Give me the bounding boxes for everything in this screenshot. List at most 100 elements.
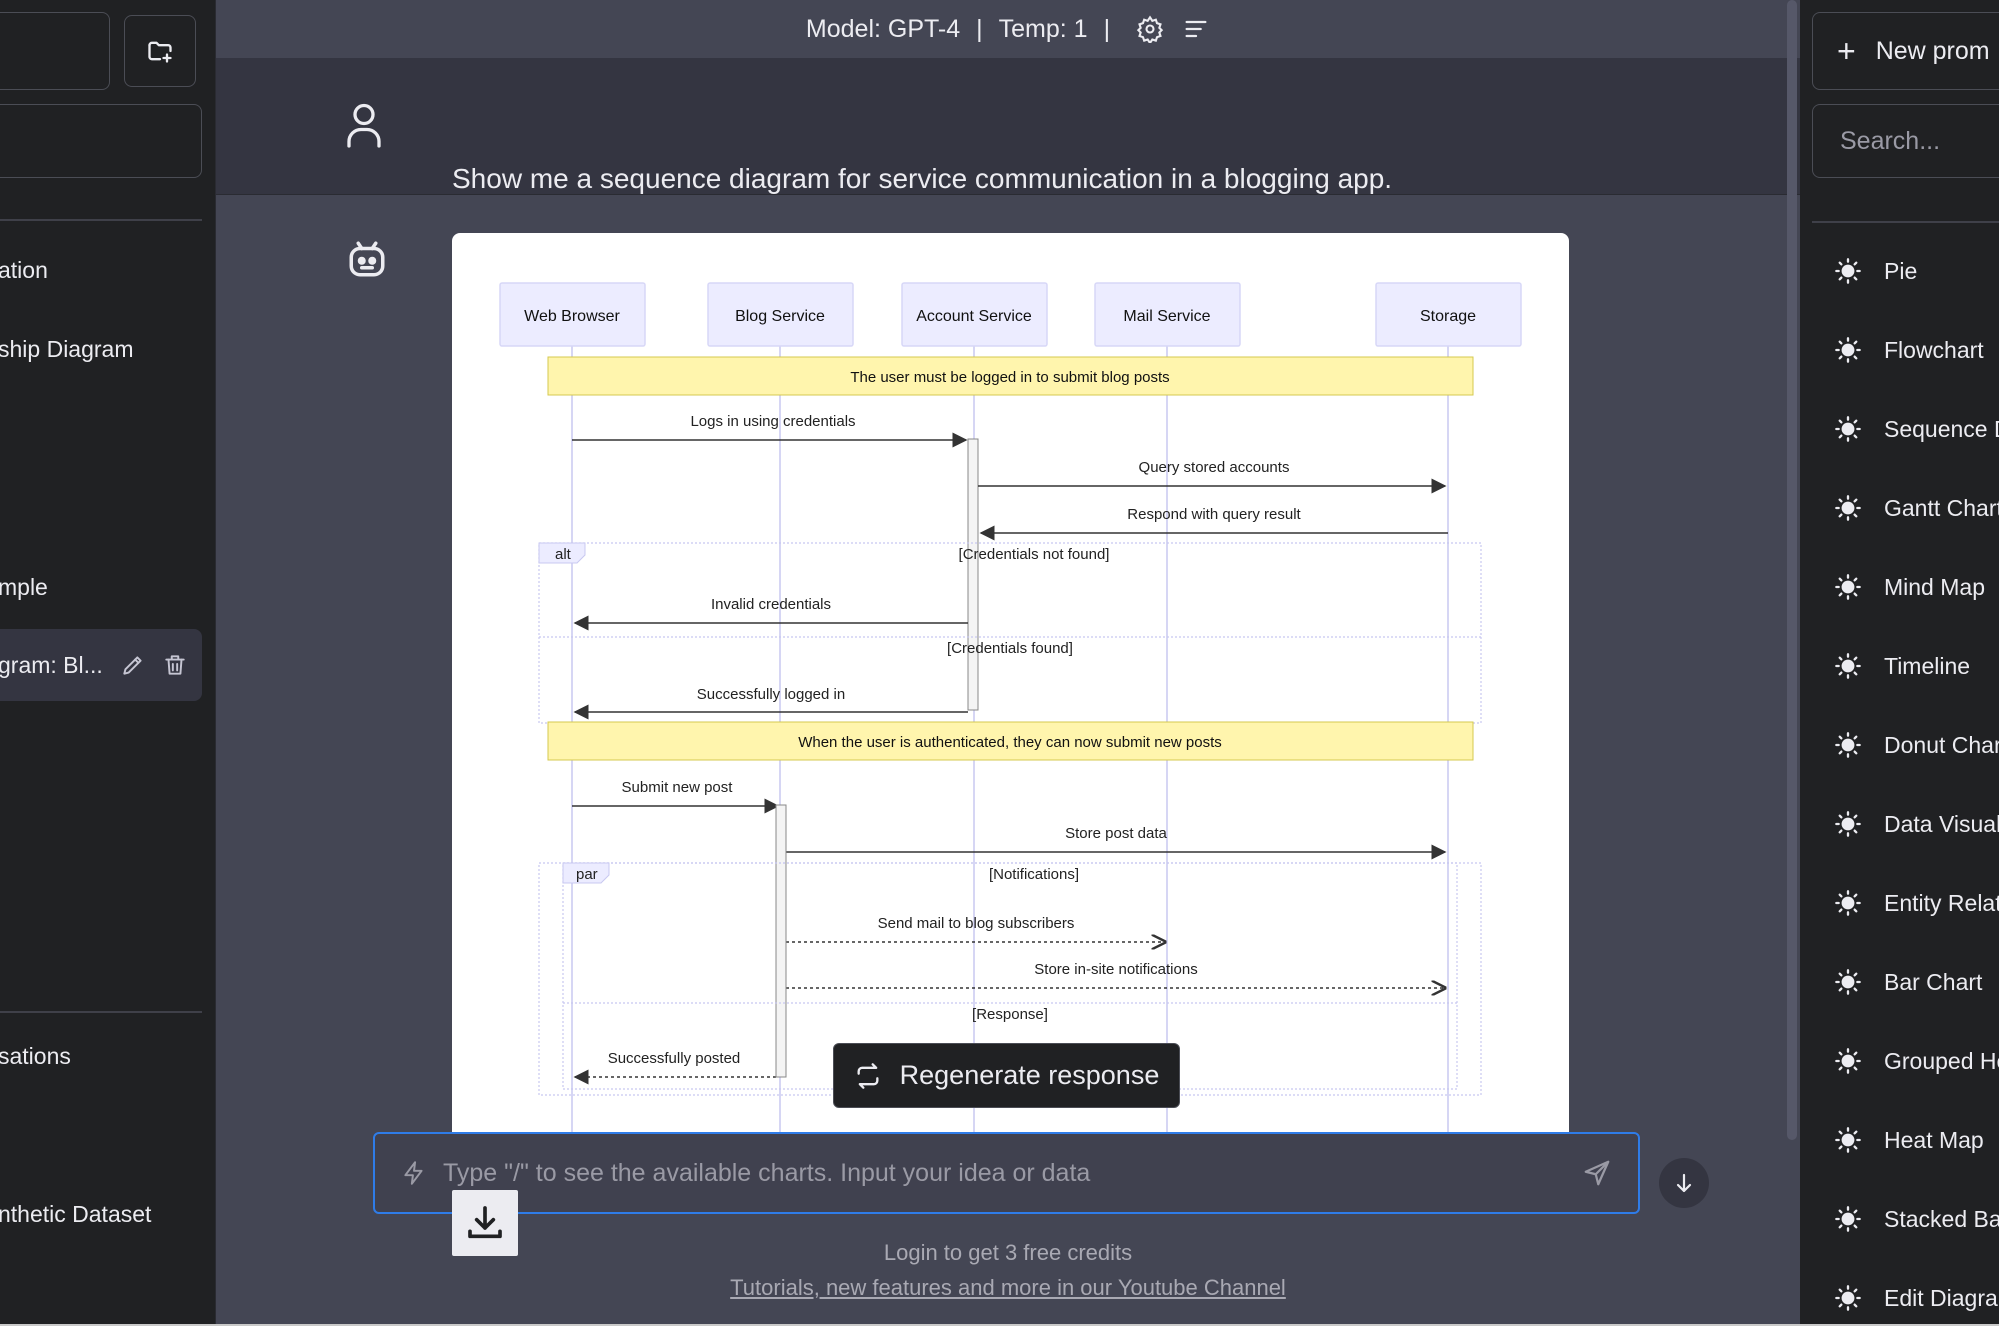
prompt-item[interactable]: Bar Chart xyxy=(1812,954,1982,1010)
condition-label: [Credentials not found] xyxy=(959,546,1110,563)
actor-label-web-browser: Web Browser xyxy=(524,308,620,325)
lightbulb-icon xyxy=(1834,415,1862,443)
prompt-label: Data Visual xyxy=(1884,810,1999,837)
message-label: Successfully posted xyxy=(608,1050,741,1067)
actor-label-storage: Storage xyxy=(1420,308,1476,325)
section-item[interactable]: sations xyxy=(0,1026,215,1086)
conversation-label: mple xyxy=(0,573,48,600)
regenerate-label: Regenerate response xyxy=(899,1060,1160,1090)
youtube-link[interactable]: Tutorials, new features and more in our … xyxy=(730,1275,1286,1300)
conversation-label: ation xyxy=(0,256,48,283)
prompt-item[interactable]: Entity Relat xyxy=(1812,875,1999,931)
prompt-label: Heat Map xyxy=(1884,1126,1984,1153)
gear-icon[interactable] xyxy=(1136,15,1164,43)
prompt-item[interactable]: Donut Char xyxy=(1812,717,1999,773)
note-box xyxy=(547,721,1474,761)
lightbulb-icon xyxy=(1834,1047,1862,1075)
fragment-tag xyxy=(562,862,610,884)
conversation-label: ship Diagram xyxy=(0,335,134,362)
model-bar: Model: GPT-4 | Temp: 1 | xyxy=(216,0,1800,58)
sequence-diagram: Web Browser Blog Service Account Service… xyxy=(499,282,1522,1145)
model-label: Model: GPT-4 xyxy=(805,14,961,43)
actor-box-mail-service xyxy=(1094,282,1241,347)
user-message-text: Show me a sequence diagram for service c… xyxy=(452,163,1393,194)
prompt-item[interactable]: Timeline xyxy=(1812,638,1970,694)
note-text: When the user is authenticated, they can… xyxy=(798,734,1222,751)
temp-label: Temp: 1 xyxy=(998,14,1088,43)
conversation-search[interactable] xyxy=(0,104,202,178)
prompt-label: Timeline xyxy=(1884,652,1971,679)
divider xyxy=(1812,221,1999,223)
sequence-diagram-card: Web Browser Blog Service Account Service… xyxy=(452,233,1569,1145)
separator: | xyxy=(1103,14,1111,43)
prompt-item[interactable]: Edit Diagrar xyxy=(1812,1270,1999,1326)
prompt-label: Bar Chart xyxy=(1884,968,1983,995)
lightbulb-icon xyxy=(1834,336,1862,364)
regenerate-button[interactable]: Regenerate response xyxy=(833,1043,1180,1108)
pencil-icon[interactable] xyxy=(120,652,146,678)
prompt-item[interactable]: Mind Map xyxy=(1812,559,1985,615)
prompt-item[interactable]: Data Visual xyxy=(1812,796,1999,852)
main-scrollbar[interactable] xyxy=(1787,0,1797,1140)
scroll-down-button[interactable] xyxy=(1659,1158,1709,1208)
lightbulb-icon xyxy=(1834,889,1862,917)
new-prompt-button[interactable]: + New prom xyxy=(1812,12,1999,90)
prompt-item[interactable]: Grouped He xyxy=(1812,1033,1999,1089)
lightbulb-icon xyxy=(1834,810,1862,838)
prompt-label: Edit Diagrar xyxy=(1884,1284,1999,1311)
fragment-tag xyxy=(538,542,586,564)
section-label: sations xyxy=(0,1042,71,1069)
fragment-label: alt xyxy=(555,546,572,563)
conversation-item-active[interactable]: gram: Bl... xyxy=(0,629,202,701)
lightbulb-icon xyxy=(1834,1126,1862,1154)
lightbulb-icon xyxy=(1834,652,1862,680)
left-sidebar: ation ship Diagram mple gram: Bl... sati… xyxy=(0,0,216,1326)
download-button[interactable] xyxy=(452,1190,518,1256)
condition-label: [Notifications] xyxy=(989,866,1079,883)
prompt-search[interactable] xyxy=(1812,104,1999,178)
prompt-search-input[interactable] xyxy=(1840,126,1999,156)
message-label: Logs in using credentials xyxy=(690,413,855,430)
activation-bar xyxy=(775,804,787,1078)
user-message-row: Show me a sequence diagram for service c… xyxy=(216,58,1800,195)
message-label: Query stored accounts xyxy=(1139,459,1290,476)
conversation-item[interactable]: mple xyxy=(0,557,215,617)
prompt-label: Flowchart xyxy=(1884,336,1984,363)
prompt-label: Sequence D xyxy=(1884,415,1999,442)
conversation-item[interactable]: ation xyxy=(0,240,215,300)
message-label: Send mail to blog subscribers xyxy=(878,915,1075,932)
prompt-label: Gantt Chart xyxy=(1884,494,1999,521)
conversation-item[interactable]: ship Diagram xyxy=(0,319,215,379)
trash-icon[interactable] xyxy=(162,652,188,678)
prompt-item[interactable]: Pie xyxy=(1812,243,1917,299)
activation-bar xyxy=(967,438,979,711)
bolt-icon[interactable] xyxy=(401,1158,427,1188)
actor-box-storage xyxy=(1375,282,1522,347)
menu-lines-icon[interactable] xyxy=(1182,15,1210,43)
section-item[interactable]: nthetic Dataset xyxy=(0,1184,215,1244)
prompt-item[interactable]: Sequence D xyxy=(1812,401,1999,457)
actor-label-account-service: Account Service xyxy=(916,308,1032,325)
prompt-label: Mind Map xyxy=(1884,573,1985,600)
actor-label-blog-service: Blog Service xyxy=(735,308,825,325)
new-prompt-label: New prom xyxy=(1875,36,1990,65)
new-folder-button[interactable] xyxy=(124,15,196,87)
message-label: Store in-site notifications xyxy=(1034,961,1197,978)
send-icon[interactable] xyxy=(1582,1158,1612,1188)
arrow-down-icon xyxy=(1676,1173,1692,1193)
new-chat-button[interactable] xyxy=(0,12,110,90)
prompt-item[interactable]: Gantt Chart xyxy=(1812,480,1999,536)
message-label: Submit new post xyxy=(622,779,734,796)
prompt-input[interactable] xyxy=(443,1158,1566,1188)
prompt-input-box[interactable] xyxy=(373,1132,1640,1214)
condition-label: [Credentials found] xyxy=(947,640,1073,657)
note-text: The user must be logged in to submit blo… xyxy=(850,369,1169,386)
message-label: Store post data xyxy=(1065,825,1167,842)
prompt-label: Stacked Ba xyxy=(1884,1205,1999,1232)
prompt-item[interactable]: Flowchart xyxy=(1812,322,1984,378)
lightbulb-icon xyxy=(1834,573,1862,601)
robot-icon xyxy=(349,241,385,277)
prompt-item[interactable]: Heat Map xyxy=(1812,1112,1984,1168)
actor-label-mail-service: Mail Service xyxy=(1123,308,1210,325)
prompt-item[interactable]: Stacked Ba xyxy=(1812,1191,1999,1247)
